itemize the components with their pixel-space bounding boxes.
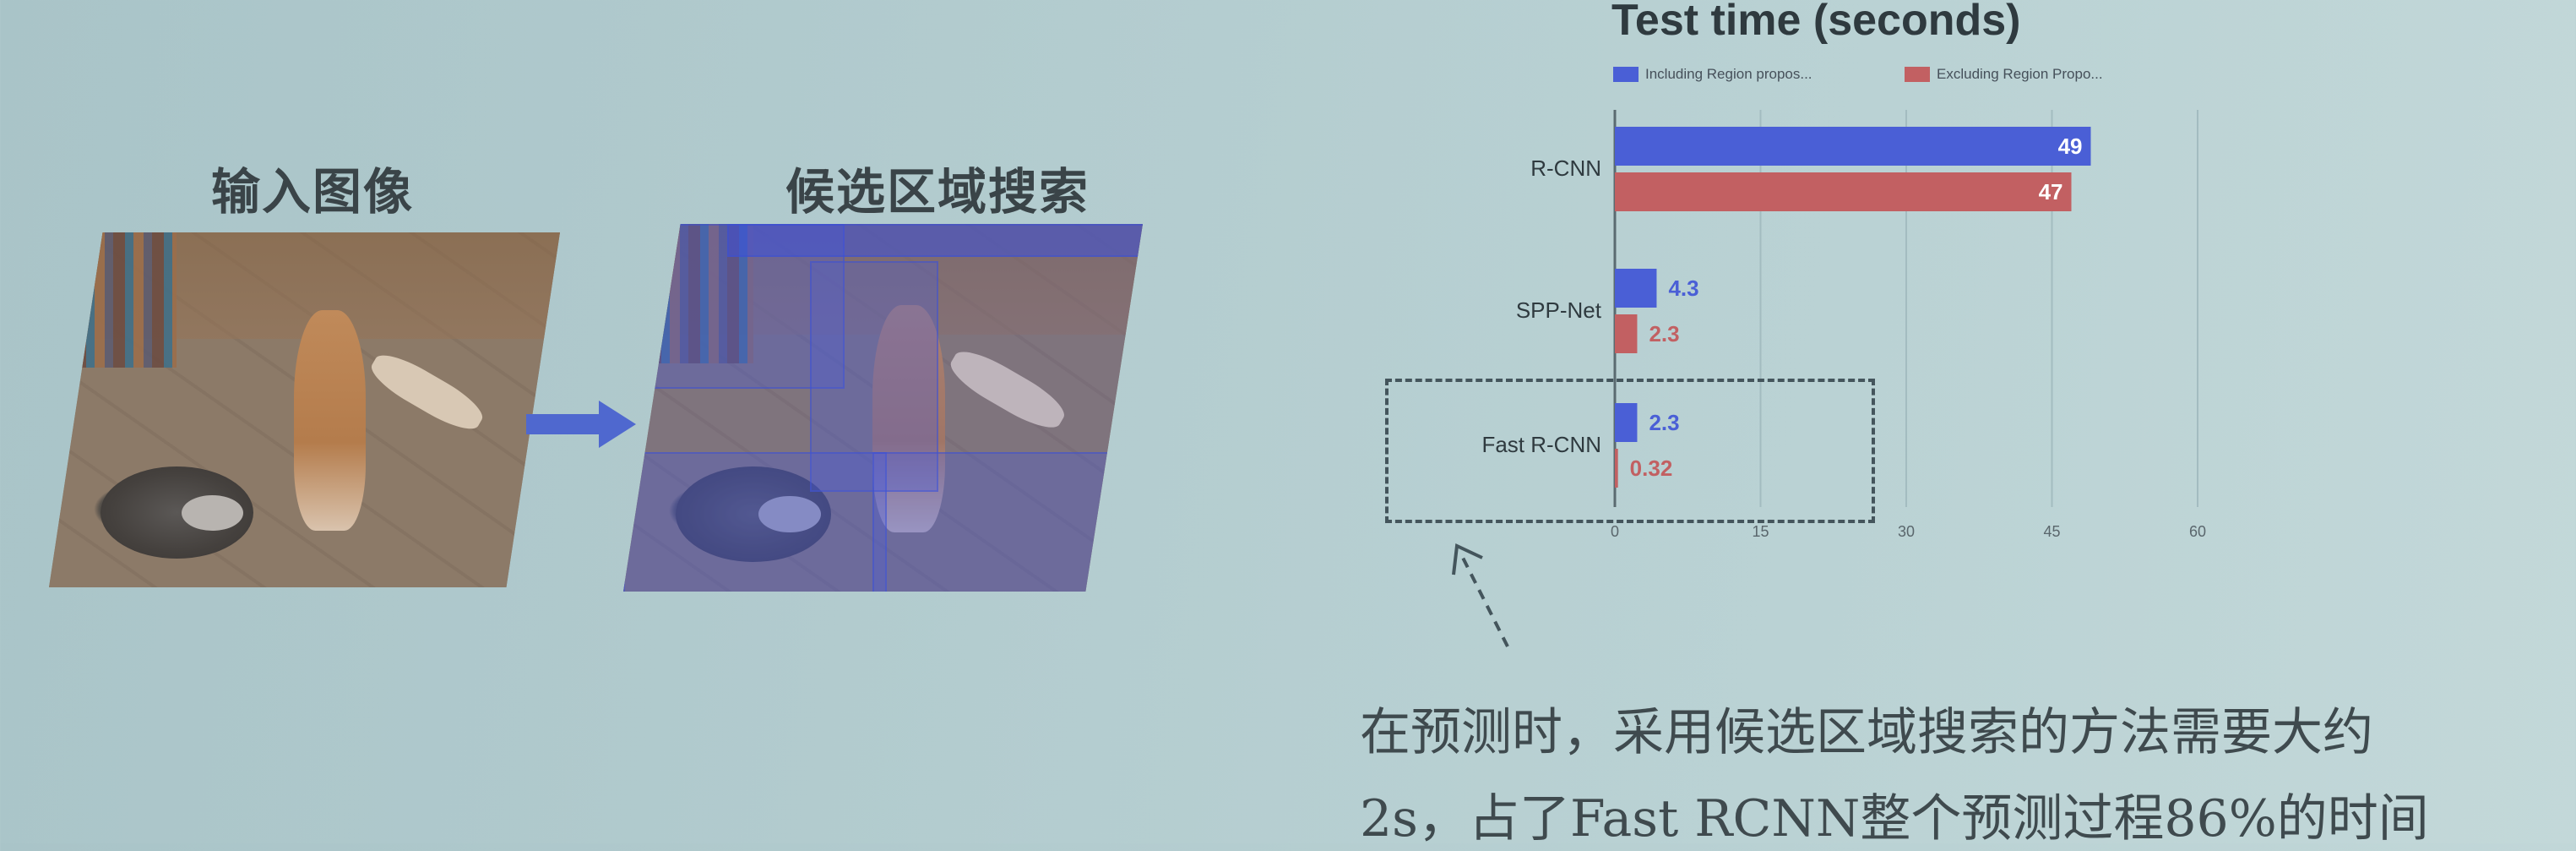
legend-entry-excluding: Excluding Region Propo... xyxy=(1905,66,2103,83)
bar xyxy=(1615,403,1638,442)
bar-value-label: 47 xyxy=(2039,179,2063,205)
bar xyxy=(1615,314,1638,353)
caption-line-2: 2s，占了Fast RCNN整个预测过程86%的时间 xyxy=(1360,789,2429,848)
category-label: SPP-Net xyxy=(1516,297,1602,323)
category-label: R-CNN xyxy=(1530,155,1601,181)
legend-label: Excluding Region Propo... xyxy=(1937,66,2103,82)
x-tick-label: 45 xyxy=(2043,523,2060,540)
proposal-box xyxy=(623,224,1143,592)
region-search-heading: 候选区域搜索 xyxy=(785,163,1090,221)
bar xyxy=(1615,269,1657,308)
bar-value-label: 0.32 xyxy=(1630,456,1673,481)
bar-value-label: 2.3 xyxy=(1649,321,1679,346)
legend-swatch xyxy=(1905,67,1930,82)
region-proposal-image xyxy=(623,224,1143,592)
right-arrow-icon xyxy=(526,401,636,448)
chart-title: Test time (seconds) xyxy=(1611,0,2021,45)
caption-line-1: 在预测时，采用候选区域搜索的方法需要大约 xyxy=(1360,703,2373,762)
legend-entry-including: Including Region propos... xyxy=(1613,66,1812,83)
bar-value-label: 49 xyxy=(2058,134,2083,159)
bar-value-label: 2.3 xyxy=(1649,410,1679,435)
bar xyxy=(1615,172,2072,211)
bar xyxy=(1615,127,2091,166)
bar-value-label: 4.3 xyxy=(1668,275,1698,301)
dashed-arrow-icon xyxy=(1452,543,1509,647)
legend-swatch xyxy=(1613,67,1639,82)
proposal-box xyxy=(872,451,1116,592)
bar xyxy=(1615,449,1618,488)
proposal-box xyxy=(727,224,1143,257)
x-tick-label: 0 xyxy=(1611,523,1619,540)
category-label: Fast R-CNN xyxy=(1481,432,1601,457)
x-tick-label: 15 xyxy=(1752,523,1769,540)
fast-rcnn-highlight-box xyxy=(1385,379,1875,523)
input-image xyxy=(49,232,560,587)
x-tick-label: 30 xyxy=(1898,523,1915,540)
input-image-heading: 输入图像 xyxy=(211,163,415,221)
x-tick-label: 60 xyxy=(2189,523,2206,540)
legend-label: Including Region propos... xyxy=(1645,66,1812,82)
proposal-box xyxy=(623,451,887,592)
